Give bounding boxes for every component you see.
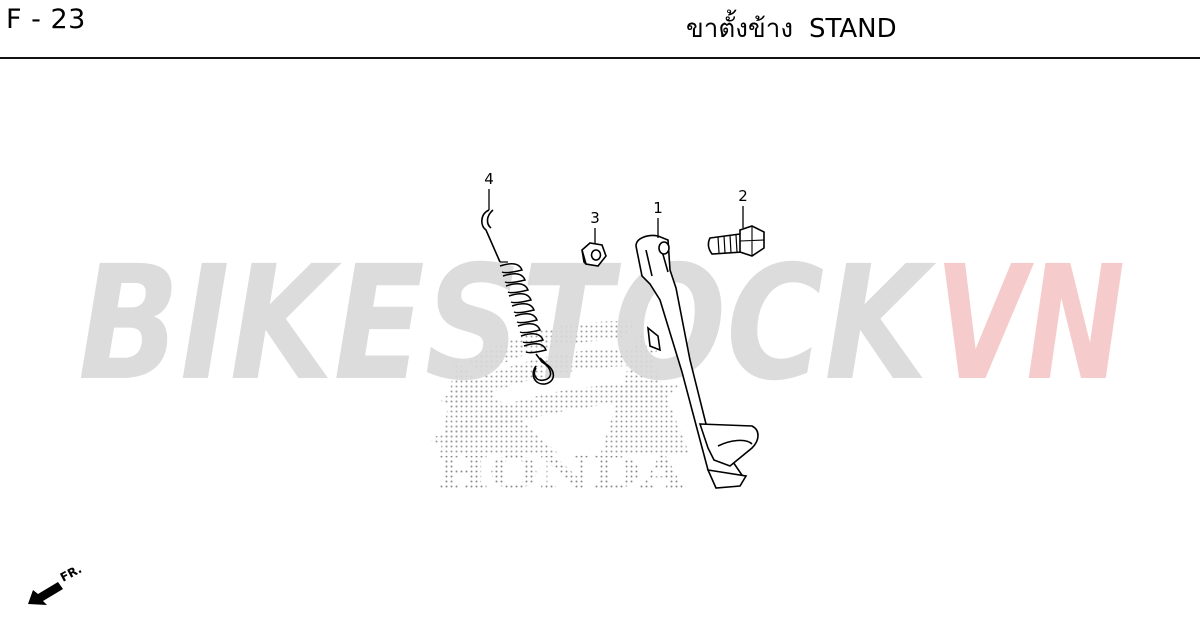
title-divider: [0, 57, 1200, 59]
watermark-honda-text: HONDA: [435, 448, 686, 499]
watermark: HONDA BIKESTOCK VN: [78, 232, 1125, 499]
page-title-thai: ขาตั้งข้าง: [686, 14, 794, 44]
callout-label: 2: [738, 187, 748, 205]
callout-label: 4: [484, 170, 494, 188]
callout-label: 1: [653, 199, 663, 217]
callout-part-4: 4: [484, 170, 494, 210]
watermark-red-text: VN: [935, 232, 1125, 416]
part-nut: [581, 242, 607, 267]
part-bolt: [707, 225, 765, 257]
front-arrow-icon: [28, 582, 63, 605]
callout-part-1: 1: [653, 199, 663, 238]
callout-part-2: 2: [738, 187, 748, 228]
part-spring: [481, 209, 555, 385]
page-title: ขาตั้งข้าง STAND: [686, 8, 897, 49]
honda-wing-logo: [430, 321, 690, 455]
front-direction-indicator: FR.: [28, 562, 84, 605]
watermark-gray-text: BIKESTOCK: [78, 232, 937, 416]
part-side-stand: [635, 234, 759, 489]
page-code: F - 23: [6, 4, 86, 35]
page-title-english: STAND: [809, 14, 897, 44]
callout-part-3: 3: [590, 209, 600, 244]
callout-label: 3: [590, 209, 600, 227]
front-label: FR.: [58, 562, 84, 585]
